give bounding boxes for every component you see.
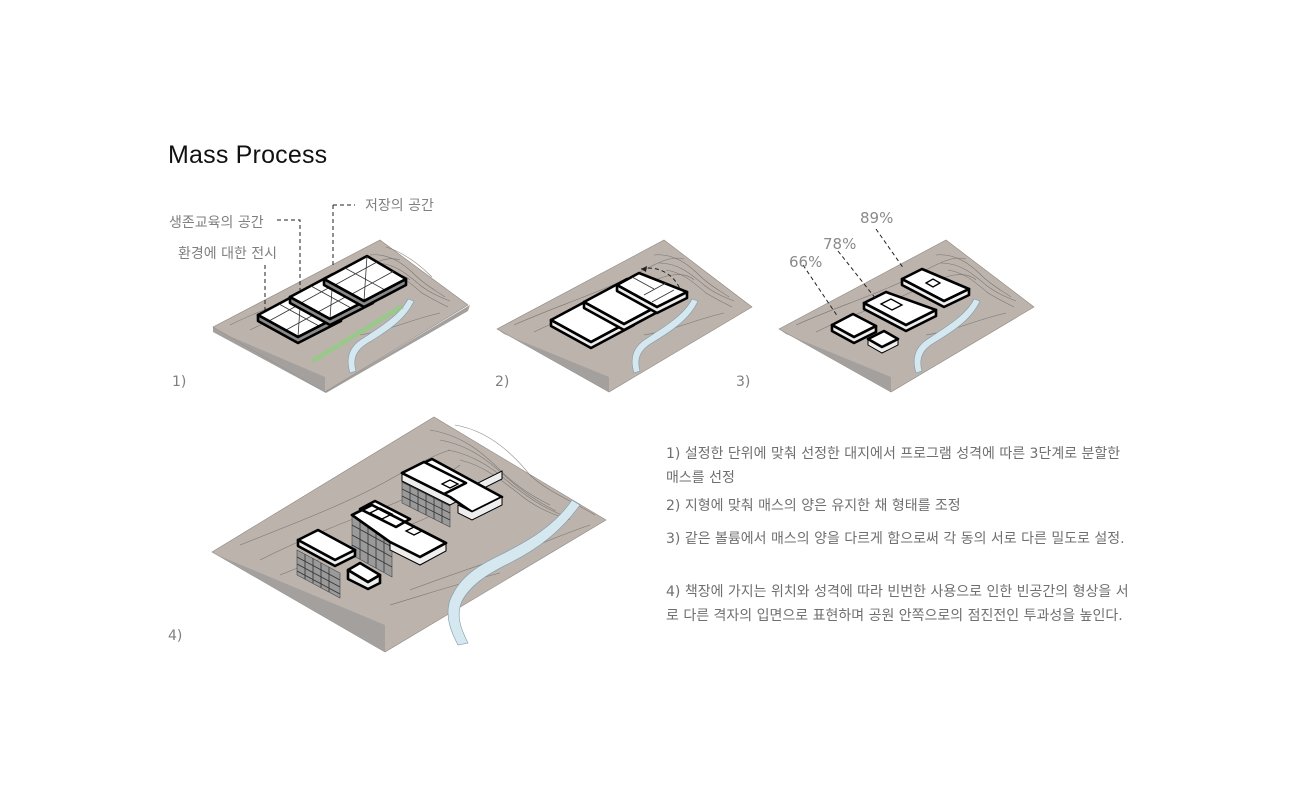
mass-block-66 [830, 312, 878, 345]
diagram-step-1 [212, 204, 470, 393]
description-4: 4) 책장에 가지는 위치와 성격에 따라 빈번한 사용으로 인한 빈공간의 형… [666, 584, 1129, 624]
river [631, 298, 699, 374]
label-environment-exhibit: 환경에 대한 전시 [178, 246, 278, 262]
label-storage: 저장의 공간 [365, 198, 434, 214]
river [347, 298, 415, 374]
density-label-66: 66% [789, 253, 823, 271]
density-label-78: 78% [823, 235, 857, 253]
mass-block-3 [322, 254, 408, 309]
rotation-arrow [640, 267, 681, 290]
diagram-step-3 [778, 228, 1035, 393]
river [447, 499, 581, 646]
river [913, 298, 981, 374]
leader-line-78 [837, 250, 877, 300]
contour-lines [513, 254, 735, 336]
mass-block-78 [862, 290, 938, 333]
building-1 [296, 528, 382, 599]
description-3: 3) 같은 볼륨에서 매스의 양을 다르게 함으로써 각 동의 서로 다른 밀도… [666, 531, 1125, 547]
diagram-step-4 [211, 416, 607, 653]
leader-line-storage [332, 204, 355, 267]
step-number-2: 2) [495, 374, 510, 390]
description-2: 2) 지형에 맞춰 매스의 양은 유지한 채 형태를 조정 [666, 498, 961, 514]
step-number-3: 3) [736, 374, 751, 390]
mass-block-3 [615, 271, 689, 315]
arrow-head-icon [641, 266, 647, 272]
mass-block-small [866, 329, 900, 354]
diagram-step-2 [496, 239, 753, 393]
step-number-4: 4) [168, 628, 183, 644]
leader-line-66 [802, 264, 839, 318]
step-number-1: 1) [172, 374, 187, 390]
density-label-89: 89% [860, 209, 894, 227]
green-axis [310, 305, 404, 363]
building-2 [350, 499, 448, 578]
mass-block-89 [900, 267, 971, 309]
label-survival-education: 생존교육의 공간 [169, 215, 264, 231]
page-title: Mass Process [168, 141, 328, 169]
leader-line-survival [277, 219, 301, 290]
description-1: 1) 설정한 단위에 맞춰 선정한 대지에서 프로그램 성격에 따른 3단계로 … [666, 446, 1121, 486]
building-3 [400, 457, 504, 528]
leader-line-89 [875, 228, 905, 270]
